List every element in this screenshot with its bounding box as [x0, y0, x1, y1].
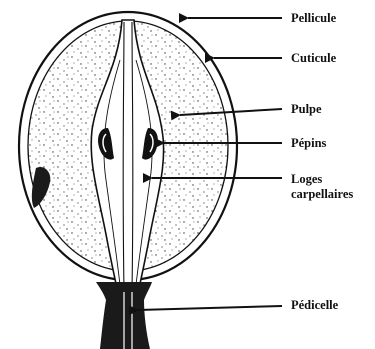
- label-loges-carpellaires: Loges carpellaires: [291, 172, 353, 202]
- label-loges-line2: carpellaires: [291, 187, 353, 202]
- label-loges-line1: Loges: [291, 172, 353, 187]
- arrow-pedicelle: [138, 306, 282, 310]
- label-pedicelle: Pédicelle: [291, 298, 338, 313]
- label-pulpe: Pulpe: [291, 102, 322, 117]
- label-pepins: Pépins: [291, 136, 326, 151]
- label-cuticule: Cuticule: [291, 51, 336, 66]
- label-pellicule: Pellicule: [291, 11, 336, 26]
